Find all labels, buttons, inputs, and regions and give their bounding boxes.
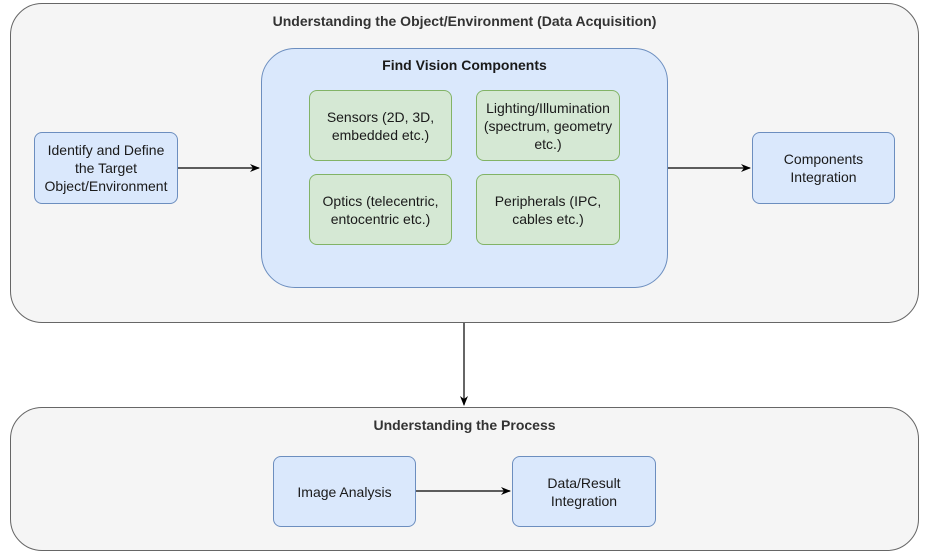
sensors-box: Sensors (2D, 3D, embedded etc.) xyxy=(309,90,452,161)
peripherals-box: Peripherals (IPC, cables etc.) xyxy=(476,174,620,245)
optics-box: Optics (telecentric, entocentric etc.) xyxy=(309,174,452,245)
process-group: Understanding the Process xyxy=(10,407,919,551)
vision-components-container: Find Vision Components xyxy=(261,48,668,288)
identify-target-box: Identify and Define the Target Object/En… xyxy=(34,132,178,204)
data-acquisition-title: Understanding the Object/Environment (Da… xyxy=(272,13,657,29)
lighting-box: Lighting/Illumination (spectrum, geometr… xyxy=(476,90,620,161)
components-integration-box: Components Integration xyxy=(752,132,895,204)
image-analysis-box: Image Analysis xyxy=(273,456,416,527)
data-result-integration-box: Data/Result Integration xyxy=(512,456,656,527)
process-title: Understanding the Process xyxy=(373,417,556,433)
vision-components-title: Find Vision Components xyxy=(382,57,547,73)
